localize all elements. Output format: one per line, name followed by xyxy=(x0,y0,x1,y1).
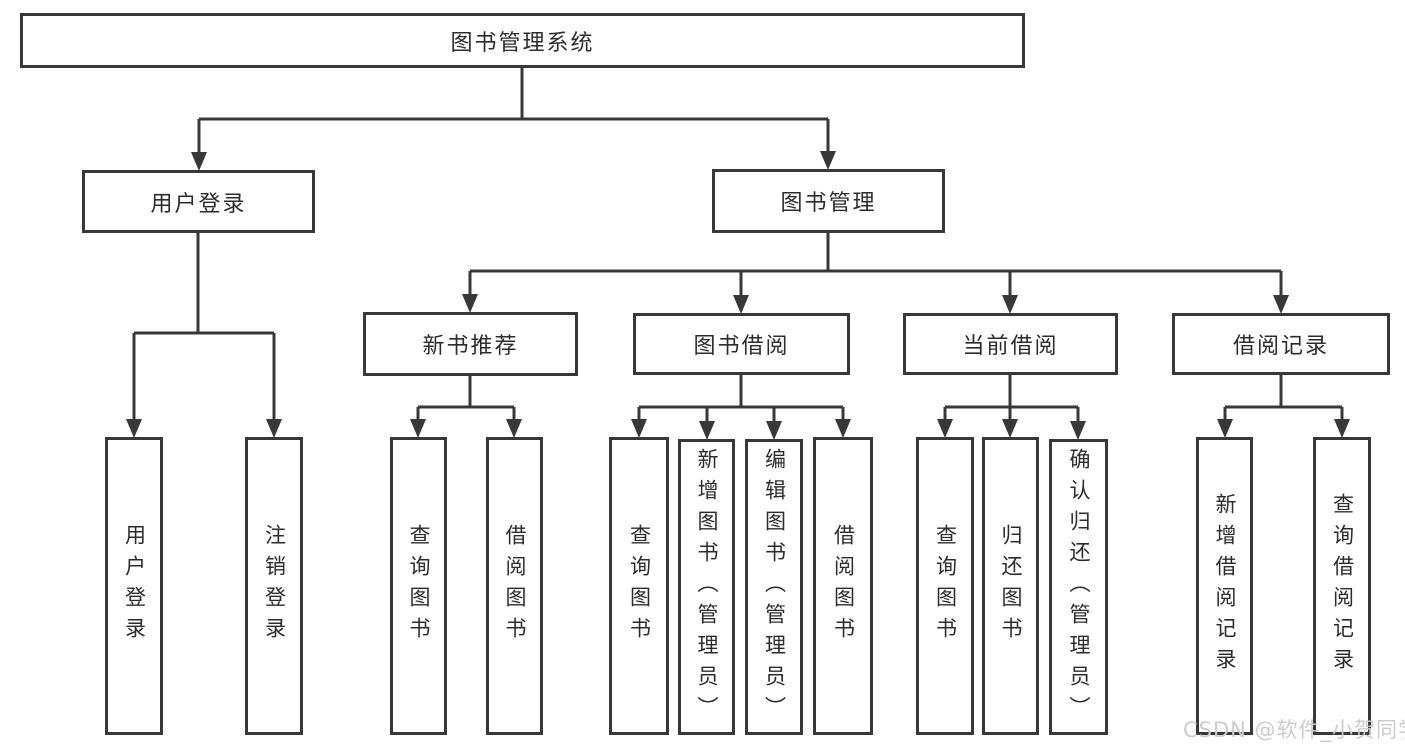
leaf-edit-books-admin: 编辑图书（管理员） xyxy=(745,439,803,735)
leaf-query-books-current: 查询图书 xyxy=(916,437,974,735)
node-book-borrow: 图书借阅 xyxy=(633,313,850,375)
csdn-watermark: CSDN @软件_小贺同学 xyxy=(1183,718,1405,742)
leaf-query-books-borrow: 查询图书 xyxy=(609,437,669,735)
leaf-add-books-admin: 新增图书（管理员） xyxy=(678,439,735,735)
leaf-query-borrow-record: 查询借阅记录 xyxy=(1313,437,1371,735)
node-book-management: 图书管理 xyxy=(712,169,945,233)
node-current-borrow: 当前借阅 xyxy=(903,313,1118,375)
leaf-confirm-return-admin: 确认归还（管理员） xyxy=(1049,439,1108,735)
node-borrow-records: 借阅记录 xyxy=(1172,313,1390,375)
node-new-book-recommend: 新书推荐 xyxy=(363,312,578,376)
leaf-borrow-books-newbook: 借阅图书 xyxy=(486,437,543,735)
leaf-borrow-books: 借阅图书 xyxy=(813,437,873,735)
leaf-user-login: 用户登录 xyxy=(105,437,163,735)
node-user-login: 用户登录 xyxy=(82,170,315,233)
node-library-management-system: 图书管理系统 xyxy=(20,13,1025,68)
leaf-return-books: 归还图书 xyxy=(982,437,1039,735)
leaf-logout: 注销登录 xyxy=(245,437,303,735)
leaf-add-borrow-record: 新增借阅记录 xyxy=(1196,437,1253,735)
leaf-query-books-newbook: 查询图书 xyxy=(390,437,447,735)
